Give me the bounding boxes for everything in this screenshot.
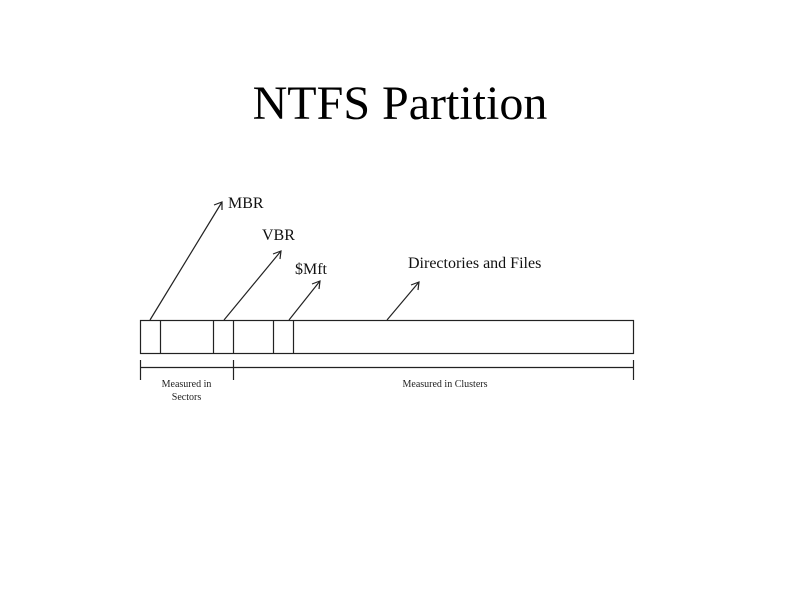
mbr-arrow <box>149 201 223 321</box>
directories-arrow <box>386 281 420 321</box>
vbr-label: VBR <box>262 227 295 244</box>
clusters-measure-line <box>232 360 635 380</box>
mft-label: $Mft <box>295 261 327 278</box>
mbr-label: MBR <box>228 195 264 212</box>
slide-title: NTFS Partition <box>252 77 548 130</box>
sectors-measure-line <box>139 360 234 380</box>
sectors-measure-line1: Measured in <box>161 379 212 390</box>
partition-bar <box>139 319 635 355</box>
directories-and-files-label: Directories and Files <box>408 255 542 272</box>
clusters-measure-label: Measured in Clusters <box>402 379 488 390</box>
mft-arrow <box>288 280 321 321</box>
sectors-measure-line2: Sectors <box>171 392 202 403</box>
vbr-arrow <box>223 250 282 321</box>
sectors-measure-label: Measured in Sectors <box>140 378 233 404</box>
